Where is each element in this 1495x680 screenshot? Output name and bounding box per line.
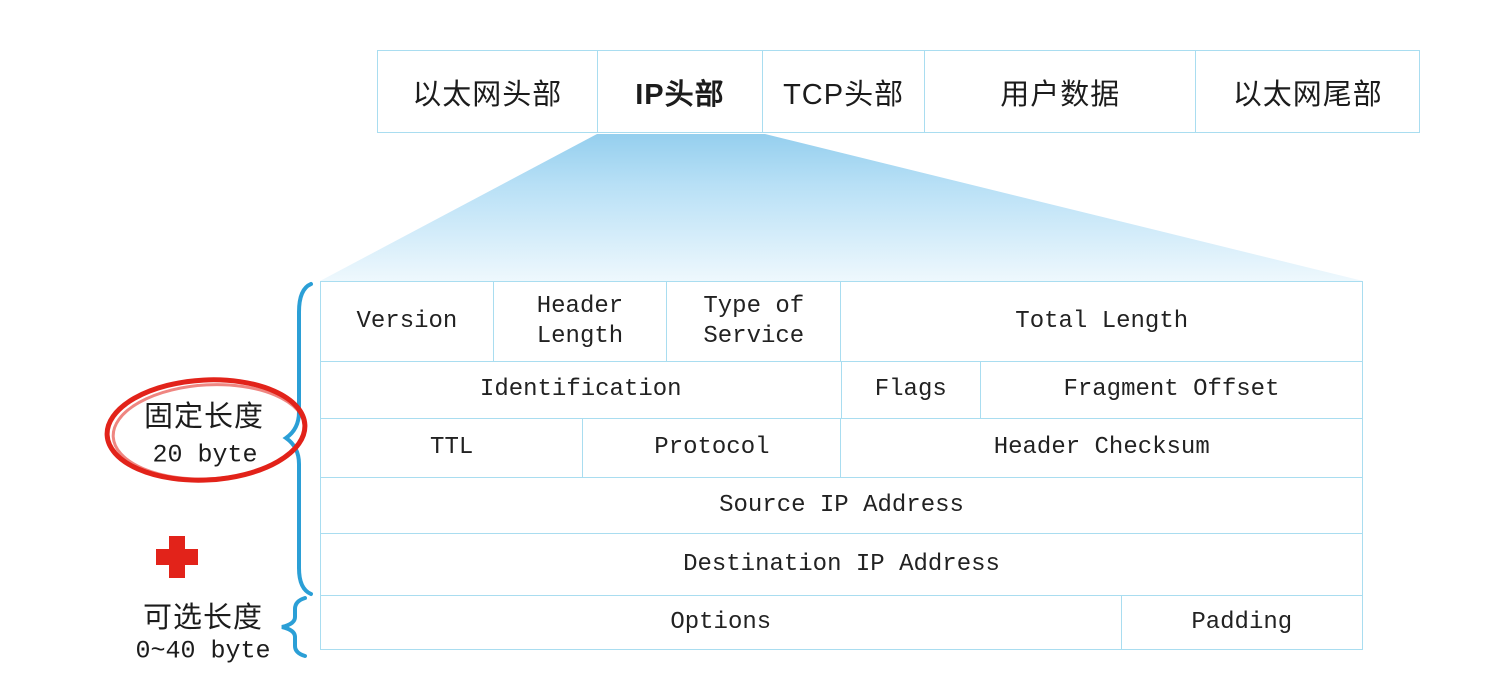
field-type-of-service: Type of Service xyxy=(667,282,842,361)
fixed-length-label: 固定长度 xyxy=(143,401,265,433)
field-protocol: Protocol xyxy=(583,419,842,477)
table-row: TTL Protocol Header Checksum xyxy=(321,419,1362,478)
optional-length-label: 可选长度 xyxy=(142,602,264,634)
cell-tcp-header: TCP头部 xyxy=(763,51,925,132)
field-fragment-offset: Fragment Offset xyxy=(980,362,1362,418)
cell-ethernet-header: 以太网头部 xyxy=(378,51,598,132)
fixed-length-value: 20 byte xyxy=(152,440,258,470)
cell-ip-header: IP头部 xyxy=(597,51,764,132)
table-row: Options Padding xyxy=(321,596,1362,649)
field-header-length: Header Length xyxy=(493,282,668,361)
table-row: Source IP Address xyxy=(321,478,1362,534)
ip-header-table: Version Header Length Type of Service To… xyxy=(320,281,1363,650)
cell-user-data: 用户数据 xyxy=(924,51,1197,132)
field-options: Options xyxy=(321,596,1122,649)
cell-ethernet-trailer: 以太网尾部 xyxy=(1196,51,1420,132)
field-flags: Flags xyxy=(841,362,981,418)
expansion-funnel xyxy=(320,134,1363,281)
table-row: Destination IP Address xyxy=(321,534,1362,596)
field-ttl: TTL xyxy=(321,419,584,477)
optional-length-value: 0~40 byte xyxy=(135,636,271,666)
table-row: Version Header Length Type of Service To… xyxy=(321,282,1362,362)
optional-length-brace xyxy=(281,596,307,658)
field-identification: Identification xyxy=(321,362,842,418)
field-source-ip-address: Source IP Address xyxy=(321,478,1362,533)
table-row: Identification Flags Fragment Offset xyxy=(321,362,1362,419)
field-total-length: Total Length xyxy=(841,282,1362,361)
field-destination-ip-address: Destination IP Address xyxy=(321,534,1362,595)
plus-icon xyxy=(156,536,198,578)
field-padding: Padding xyxy=(1121,596,1362,649)
packet-layer-strip: 以太网头部 IP头部 TCP头部 用户数据 以太网尾部 xyxy=(377,50,1420,133)
fixed-length-brace xyxy=(282,282,313,596)
field-version: Version xyxy=(321,282,494,361)
field-header-checksum: Header Checksum xyxy=(841,419,1362,477)
